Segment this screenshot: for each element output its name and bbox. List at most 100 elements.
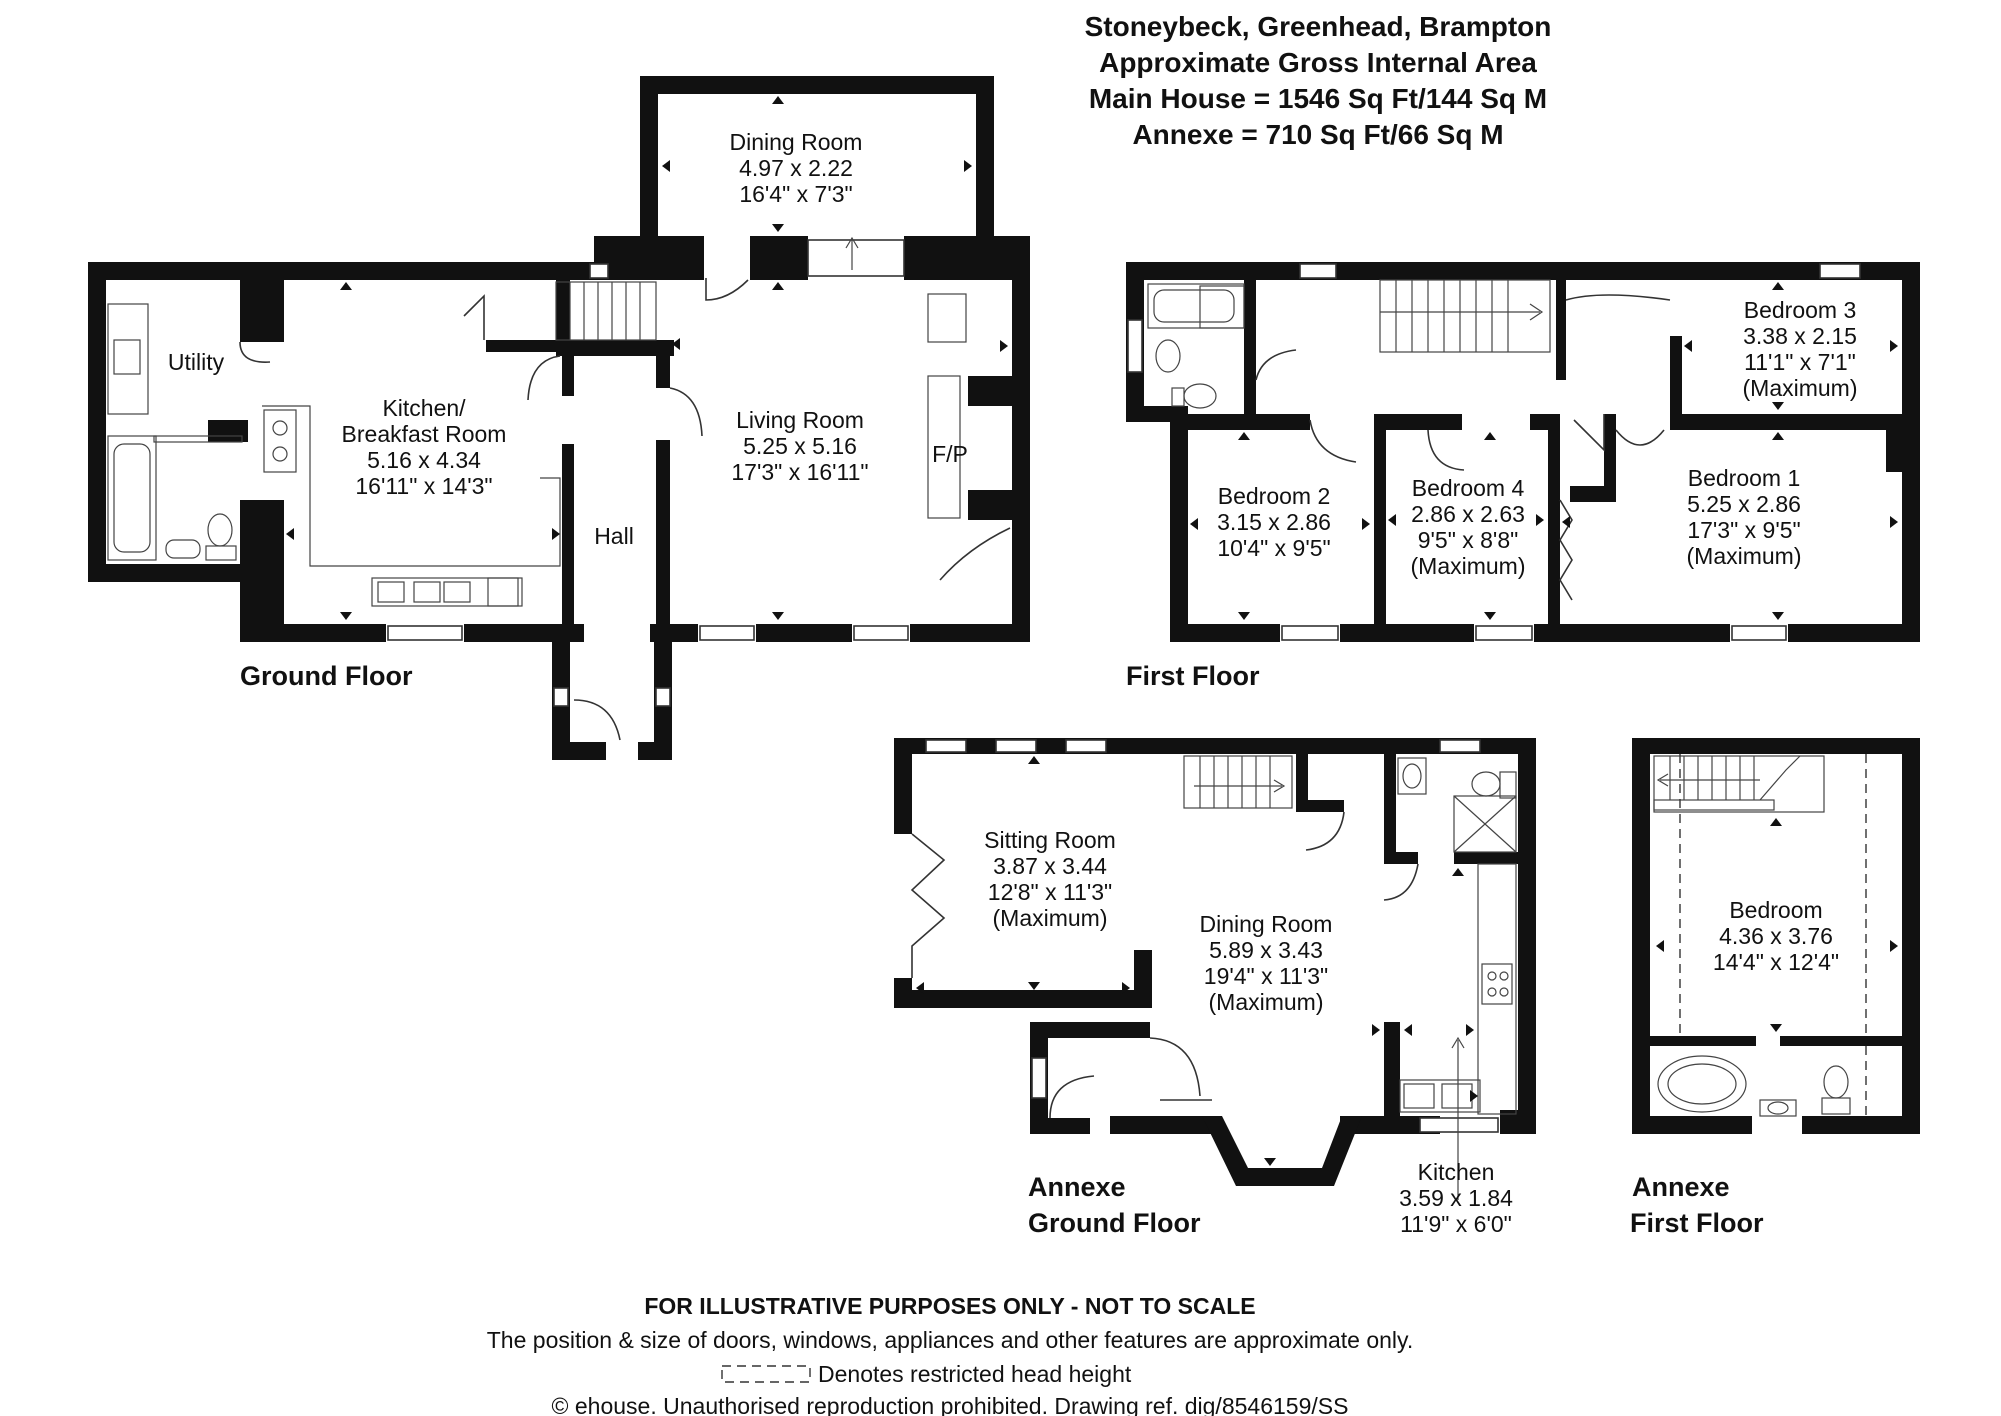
room-size-imperial: 14'4" x 12'4" [1713, 949, 1839, 975]
dimension-arrow [1190, 282, 1898, 620]
room-size-metric: 3.59 x 1.84 [1399, 1185, 1513, 1211]
window [807, 239, 905, 277]
disclaimer-heading: FOR ILLUSTRATIVE PURPOSES ONLY - NOT TO … [644, 1293, 1255, 1319]
room-labels-annexe-ground: Sitting Room 3.87 x 3.44 12'8" x 11'3" (… [984, 827, 1513, 1237]
window [655, 687, 671, 707]
bifold-doors [910, 833, 946, 978]
main-house-area: Main House = 1546 Sq Ft/144 Sq M [1089, 83, 1547, 114]
room-name: Kitchen/ [382, 395, 466, 421]
window [1299, 263, 1337, 279]
room-size-imperial: 10'4" x 9'5" [1217, 535, 1330, 561]
staircase [1653, 755, 1825, 813]
room-size-metric: 4.36 x 3.76 [1719, 923, 1833, 949]
wall [1170, 624, 1280, 642]
window [589, 263, 609, 279]
legend-text: Denotes restricted head height [818, 1361, 1132, 1387]
annexe-kitchen-fittings [1399, 863, 1517, 1200]
room-note: (Maximum) [1687, 543, 1802, 569]
staircase [555, 236, 859, 341]
room-note: (Maximum) [1411, 553, 1526, 579]
disclaimer-text: The position & size of doors, windows, a… [487, 1327, 1413, 1353]
wall [1170, 414, 1310, 430]
wall [1374, 414, 1386, 642]
wall [750, 236, 808, 280]
wall [1110, 1116, 1220, 1134]
wall [1126, 262, 1920, 280]
restricted-head-height-legend-icon [721, 1365, 811, 1383]
wall [1426, 414, 1462, 430]
wall [1632, 738, 1650, 1134]
wall [556, 280, 570, 348]
wall [1556, 280, 1566, 380]
wall [88, 564, 248, 582]
wall [1632, 1116, 1752, 1134]
wall [1244, 280, 1256, 414]
fireplace-label: F/P [932, 441, 968, 467]
room-size-metric: 2.86 x 2.63 [1411, 501, 1525, 527]
floor-label-annexe-first-2: First Floor [1630, 1208, 1764, 1238]
window [1819, 263, 1861, 279]
floor-label-ground: Ground Floor [240, 661, 413, 691]
area-heading: Approximate Gross Internal Area [1099, 47, 1537, 78]
room-name: Hall [594, 523, 634, 549]
door-swing [1049, 811, 1419, 1119]
window [387, 625, 463, 641]
room-size-imperial: 17'3" x 16'11" [731, 459, 868, 485]
room-size-imperial: 16'11" x 14'3" [355, 473, 492, 499]
annexe-bathroom-fittings [1657, 1055, 1851, 1117]
wall [88, 262, 608, 280]
room-name: Living Room [736, 407, 864, 433]
wall [904, 236, 1030, 280]
wall [1670, 336, 1682, 430]
wall [1650, 1036, 1756, 1046]
window [553, 687, 569, 707]
kitchen-units [262, 293, 967, 607]
wall [1570, 486, 1610, 502]
wall [1340, 624, 1474, 642]
wall [656, 356, 670, 388]
wall [1886, 424, 1902, 472]
wall [1384, 754, 1396, 864]
window [1065, 739, 1107, 753]
wall [1632, 738, 1920, 754]
wall [1802, 1116, 1920, 1134]
room-labels-annexe-first: Bedroom 4.36 x 3.76 14'4" x 12'4" [1713, 897, 1839, 975]
wall [240, 262, 284, 342]
bay-window-wall [1202, 1116, 1362, 1186]
wall [894, 738, 912, 834]
wall [1454, 852, 1518, 864]
title-block: Stoneybeck, Greenhead, Brampton Approxim… [1085, 11, 1552, 150]
wall [1902, 262, 1920, 642]
room-name: Dining Room [730, 129, 863, 155]
room-size-imperial: 16'4" x 7'3" [739, 181, 852, 207]
room-size-metric: 5.16 x 4.34 [367, 447, 481, 473]
wall [1780, 1036, 1902, 1046]
floor-label-first: First Floor [1126, 661, 1260, 691]
shower-room-fittings [1397, 757, 1517, 853]
window [1439, 739, 1481, 753]
annexe-ground-floor-plan: Sitting Room 3.87 x 3.44 12'8" x 11'3" (… [894, 738, 1536, 1238]
room-note: (Maximum) [1209, 989, 1324, 1015]
room-labels-ground: Dining Room 4.97 x 2.22 16'4" x 7'3" Uti… [168, 129, 968, 549]
wall [562, 356, 574, 396]
room-name: Bedroom 2 [1218, 483, 1331, 509]
wall [486, 340, 572, 352]
wall [1384, 1022, 1400, 1134]
wall [976, 76, 994, 242]
room-name: Breakfast Room [342, 421, 507, 447]
floor-label-annexe-first-1: Annexe [1632, 1172, 1730, 1202]
wall [240, 500, 284, 642]
wall [1788, 624, 1920, 642]
utility-fittings [107, 303, 243, 561]
room-labels-first: Bedroom 3 3.38 x 2.15 11'1" x 7'1" (Maxi… [1217, 297, 1857, 579]
wall [1030, 1022, 1150, 1038]
room-size-imperial: 11'9" x 6'0" [1400, 1211, 1512, 1237]
first-floor-plan: Bedroom 3 3.38 x 2.15 11'1" x 7'1" (Maxi… [1126, 262, 1920, 691]
copyright-text: © ehouse. Unauthorised reproduction proh… [552, 1393, 1349, 1416]
room-name: Bedroom 3 [1744, 297, 1857, 323]
window [1031, 1057, 1047, 1099]
wall [1604, 414, 1616, 502]
room-name: Bedroom [1729, 897, 1822, 923]
room-size-metric: 3.87 x 3.44 [993, 853, 1107, 879]
